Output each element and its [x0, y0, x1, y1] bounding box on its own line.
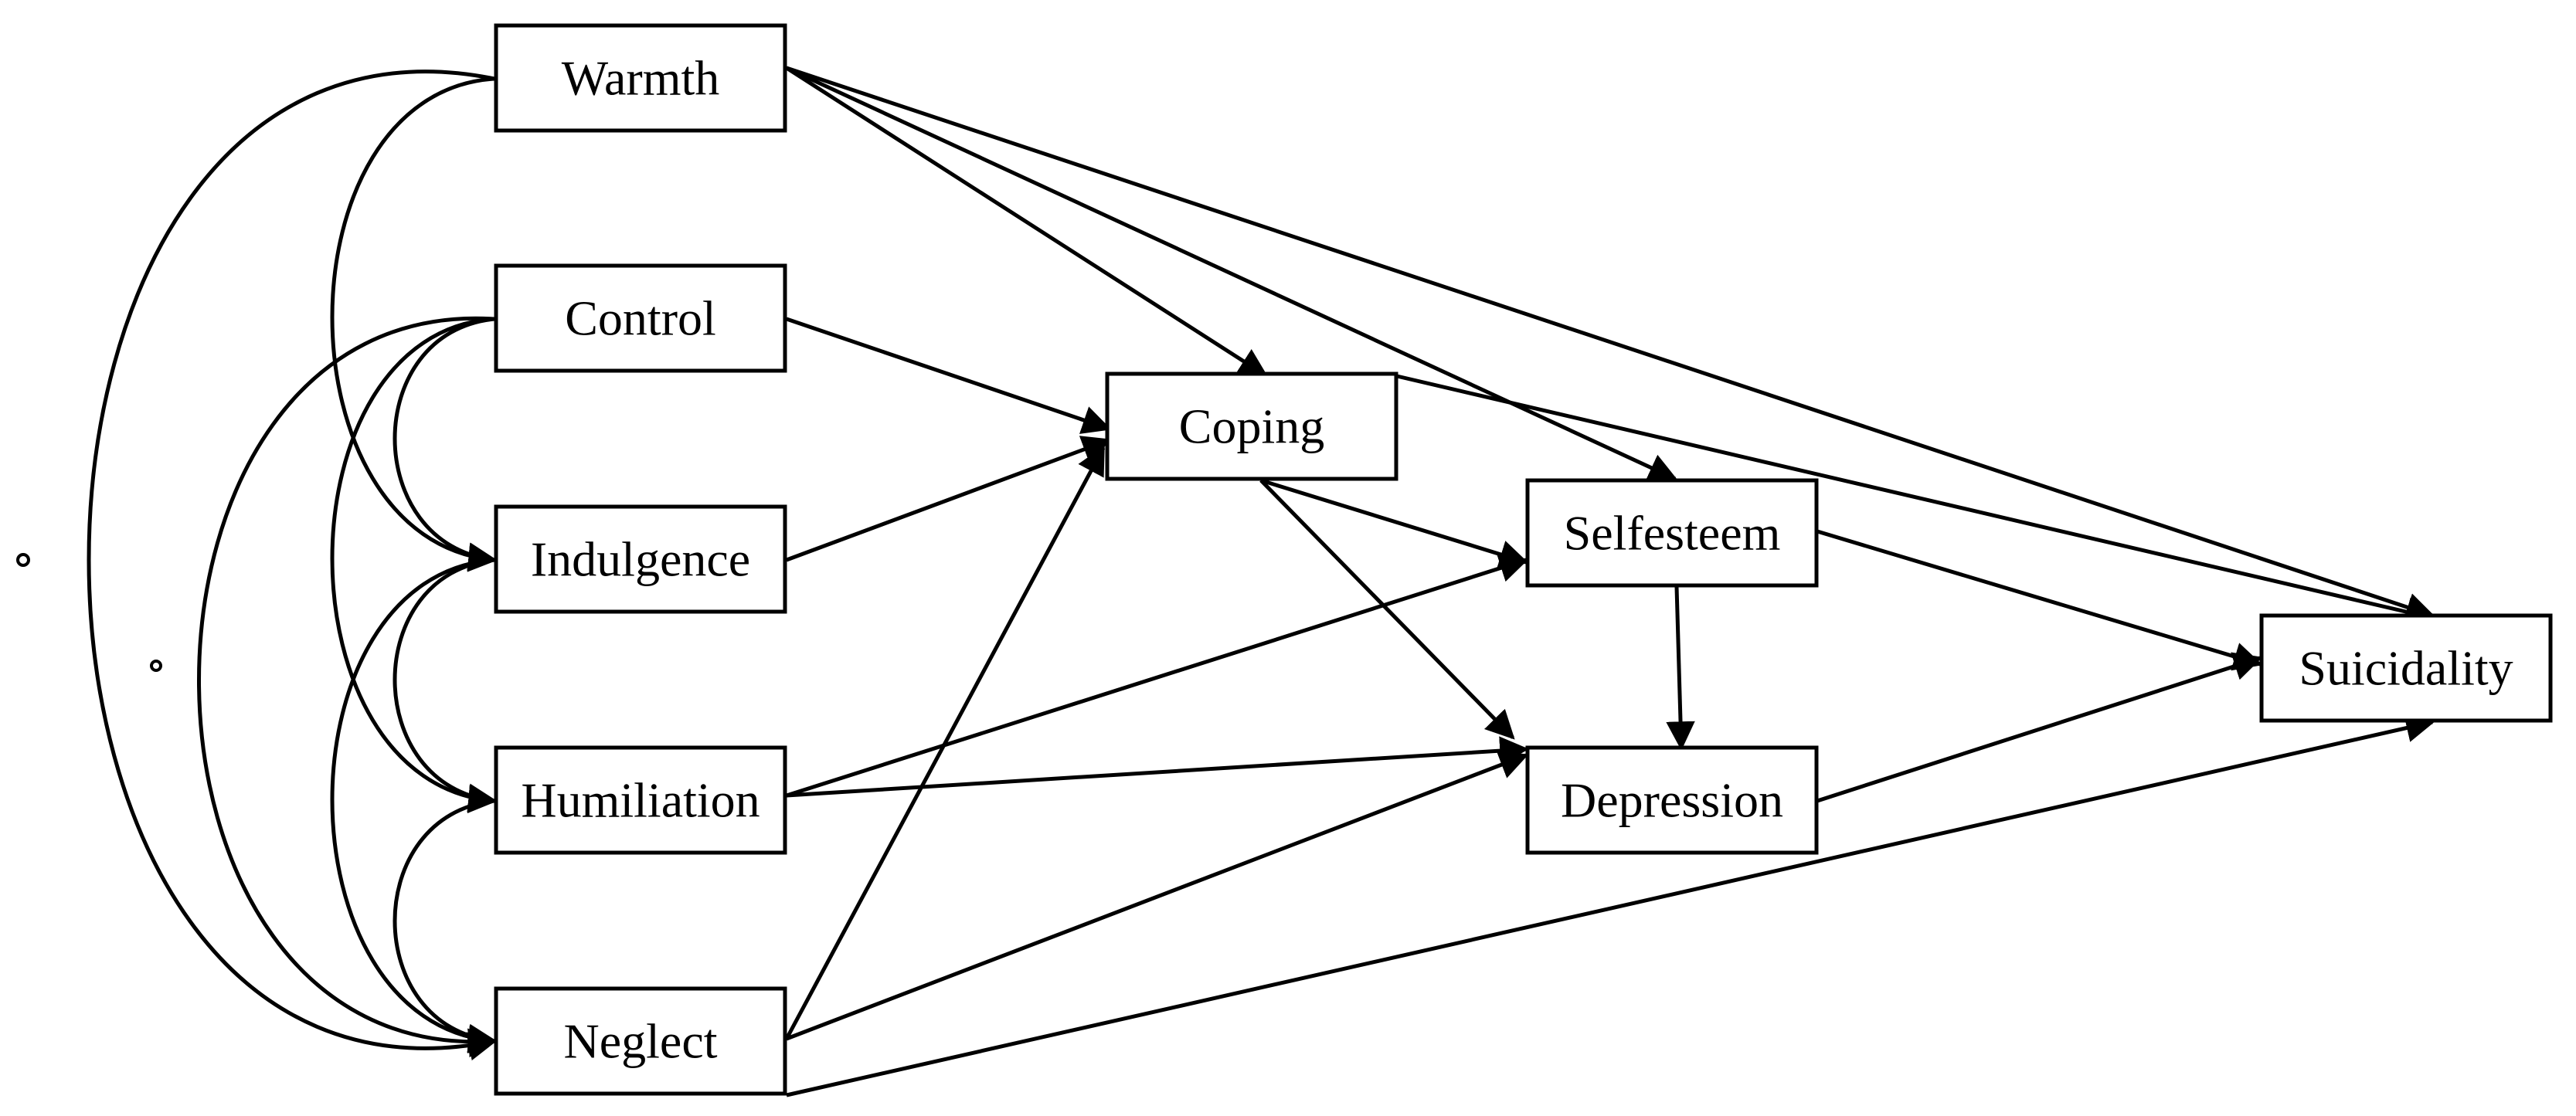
path-warmth-suicidality: [786, 66, 2435, 622]
node-depression-label: Depression: [1561, 773, 1783, 828]
node-control: Control: [494, 263, 787, 373]
node-coping-label: Coping: [1179, 399, 1324, 454]
node-neglect: Neglect: [494, 986, 787, 1096]
correlation-control-humiliation: [330, 303, 522, 813]
node-warmth-label: Warmth: [562, 51, 720, 106]
node-indulgence: Indulgence: [494, 504, 787, 614]
nodes: Warmth Control Indulgence Humiliation Ne…: [494, 23, 2553, 1096]
path-indulgence-coping: [786, 436, 1112, 562]
node-depression: Depression: [1525, 745, 1819, 855]
path-control-coping: [786, 317, 1112, 434]
correlation-control-neglect: [197, 306, 522, 1057]
path-depression-suicidality: [1816, 652, 2263, 803]
node-humiliation-label: Humiliation: [521, 773, 760, 828]
node-selfesteem: Selfesteem: [1525, 478, 1819, 588]
correlation-arcs: [16, 63, 523, 1061]
node-humiliation: Humiliation: [494, 745, 787, 855]
path-neglect-suicidality: [786, 714, 2435, 1097]
path-humiliation-depression: [786, 736, 1529, 798]
node-selfesteem-label: Selfesteem: [1564, 506, 1781, 561]
correlation-indulgence-neglect: [330, 543, 522, 1053]
path-coping-selfesteem: [1260, 478, 1529, 568]
node-indulgence-label: Indulgence: [531, 532, 750, 587]
path-neglect-depression: [786, 751, 1529, 1041]
path-warmth-selfesteem: [785, 66, 1678, 481]
path-humiliation-selfesteem: [786, 554, 1529, 798]
path-neglect-coping: [784, 445, 1106, 1040]
node-warmth: Warmth: [494, 23, 787, 133]
path-selfesteem-suicidality: [1816, 529, 2263, 671]
path-warmth-coping: [785, 66, 1269, 378]
arc-midpoint-dot: [150, 660, 162, 672]
path-selfesteem-depression: [1666, 586, 1695, 751]
correlation-indulgence-humiliation: [393, 542, 522, 812]
arc-midpoint-dot: [16, 553, 30, 567]
path-coping-depression: [1259, 479, 1515, 740]
directed-paths: [784, 66, 2435, 1097]
node-suicidality-label: Suicidality: [2299, 641, 2513, 696]
correlation-control-indulgence: [393, 301, 522, 572]
node-coping: Coping: [1105, 371, 1398, 481]
path-coping-suicidality: [1396, 374, 2435, 626]
correlation-warmth-neglect: [87, 70, 523, 1061]
correlation-warmth-indulgence: [330, 63, 522, 572]
node-neglect-label: Neglect: [564, 1014, 718, 1069]
node-control-label: Control: [565, 291, 716, 346]
correlation-humiliation-neglect: [393, 783, 522, 1053]
node-suicidality: Suicidality: [2259, 613, 2553, 723]
